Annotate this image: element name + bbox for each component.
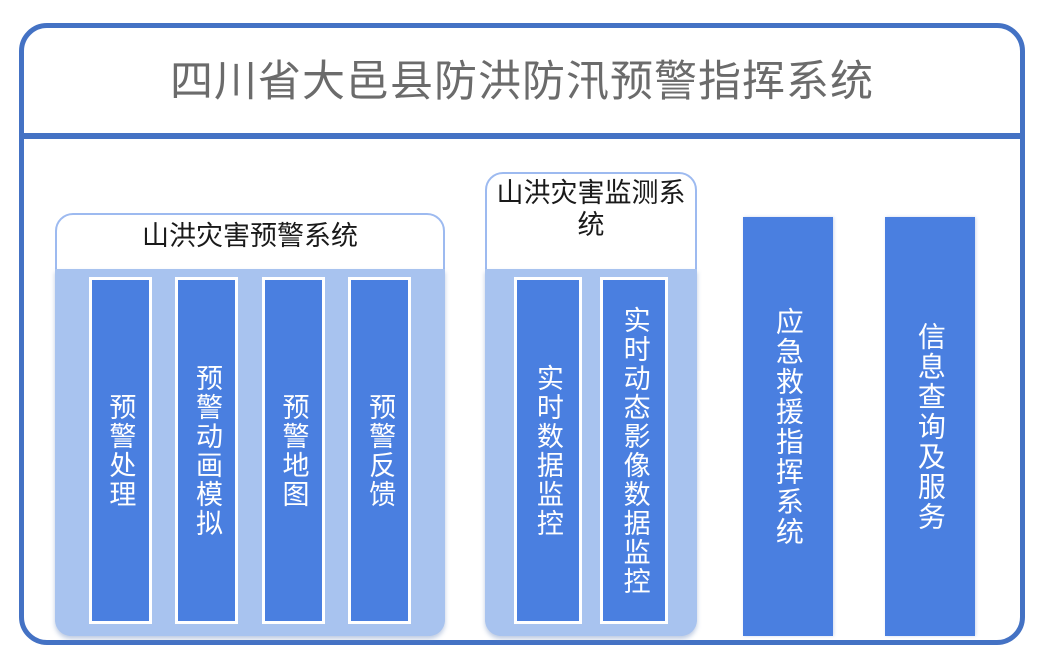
group-title-monitoring-system: 山洪灾害监测系统 xyxy=(496,178,686,240)
module-bar-warning-map[interactable]: 预警地图 xyxy=(261,277,325,624)
module-bar-realtime-dynamic-imagery-data-monitoring[interactable]: 实时动态影像数据监控 xyxy=(600,277,669,624)
header-divider xyxy=(24,133,1020,139)
page-title: 四川省大邑县防洪防汛预警指挥系统 xyxy=(170,57,874,106)
diagram-canvas: 山洪灾害预警系统 预警处理 预警动画模拟 预警地图 预警反馈 山洪灾害监测系统 … xyxy=(24,139,1020,640)
application-frame: 四川省大邑县防洪防汛预警指挥系统 山洪灾害预警系统 预警处理 预警动画模拟 预警… xyxy=(19,23,1025,645)
module-bar-realtime-data-monitoring[interactable]: 实时数据监控 xyxy=(513,277,582,624)
module-bar-warning-processing[interactable]: 预警处理 xyxy=(88,277,152,624)
group-body: 预警处理 预警动画模拟 预警地图 预警反馈 xyxy=(55,269,445,636)
module-group-monitoring-system[interactable]: 山洪灾害监测系统 实时数据监控 实时动态影像数据监控 xyxy=(485,172,697,636)
module-bar-warning-animation-simulation[interactable]: 预警动画模拟 xyxy=(175,277,239,624)
module-bar-information-query-and-service[interactable]: 信息查询及服务 xyxy=(885,217,975,636)
header-bar: 四川省大邑县防洪防汛预警指挥系统 xyxy=(24,28,1020,136)
group-body: 实时数据监控 实时动态影像数据监控 xyxy=(485,269,697,636)
module-bar-warning-feedback[interactable]: 预警反馈 xyxy=(348,277,412,624)
module-bar-emergency-rescue-command-system[interactable]: 应急救援指挥系统 xyxy=(743,217,833,636)
group-title-warning-system: 山洪灾害预警系统 xyxy=(142,221,358,251)
module-group-warning-system[interactable]: 山洪灾害预警系统 预警处理 预警动画模拟 预警地图 预警反馈 xyxy=(55,213,445,636)
